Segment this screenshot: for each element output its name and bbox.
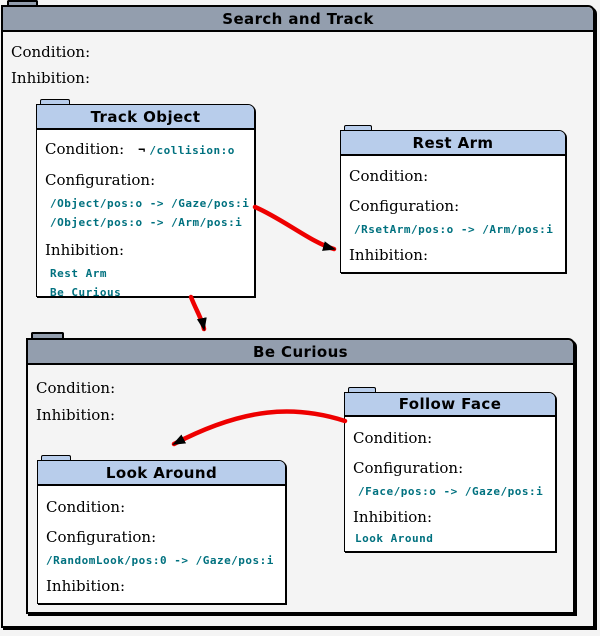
config-line: /RandomLook/pos:0 -> /Gaze/pos:i <box>46 554 274 567</box>
inhibition-entry: Rest Arm <box>50 267 107 280</box>
condition-label: Condition: <box>46 498 126 516</box>
config-line: /RsetArm/pos:o -> /Arm/pos:i <box>354 223 554 236</box>
box-title: Rest Arm <box>341 131 565 156</box>
inhibition-label: Inhibition: <box>11 69 91 87</box>
configuration-label: Configuration: <box>353 459 464 477</box>
behavior-box-look-around: Look Around Condition: Configuration: /R… <box>37 460 286 604</box>
condition-label: Condition: <box>11 43 91 61</box>
config-line: /Face/pos:o -> /Gaze/pos:i <box>358 485 544 498</box>
behavior-box-follow-face: Follow Face Condition: Configuration: /F… <box>344 392 556 552</box>
box-title: Search and Track <box>3 7 593 32</box>
folder-tab <box>41 455 71 463</box>
inhibition-entry: Look Around <box>355 532 434 545</box>
box-title: Look Around <box>38 461 285 486</box>
inhibition-label: Inhibition: <box>353 508 433 526</box>
behavior-box-track-object: Track Object Condition: ¬ /collision:o C… <box>36 104 255 299</box>
config-line: /Object/pos:o -> /Gaze/pos:i <box>50 197 250 210</box>
config-line: /Object/pos:o -> /Arm/pos:i <box>50 216 243 229</box>
folder-tab <box>344 125 372 133</box>
inhibition-entry: Be Curious <box>50 286 122 299</box>
box-title: Track Object <box>37 105 254 130</box>
configuration-label: Configuration: <box>349 197 460 215</box>
configuration-label: Configuration: <box>46 528 157 546</box>
box-title: Follow Face <box>345 393 555 417</box>
inhibition-label: Inhibition: <box>46 577 126 595</box>
folder-tab <box>31 332 64 342</box>
folder-tab <box>40 99 70 107</box>
inhibition-label: Inhibition: <box>45 241 125 259</box>
inhibition-label: Inhibition: <box>36 406 116 424</box>
negation-symbol: ¬ <box>138 143 146 157</box>
behavior-box-rest-arm: Rest Arm Condition: Configuration: /Rset… <box>340 130 566 273</box>
condition-value: /collision:o <box>149 144 235 157</box>
condition-label: Condition: <box>36 379 116 397</box>
inhibition-label: Inhibition: <box>349 246 429 264</box>
box-title: Be Curious <box>28 340 573 365</box>
condition-label: Condition: <box>349 167 429 185</box>
configuration-label: Configuration: <box>45 171 156 189</box>
condition-label: Condition: <box>353 429 433 447</box>
condition-label: Condition: <box>45 140 125 158</box>
condition-row: Condition: ¬ /collision:o <box>45 140 254 159</box>
folder-tab <box>348 387 376 395</box>
